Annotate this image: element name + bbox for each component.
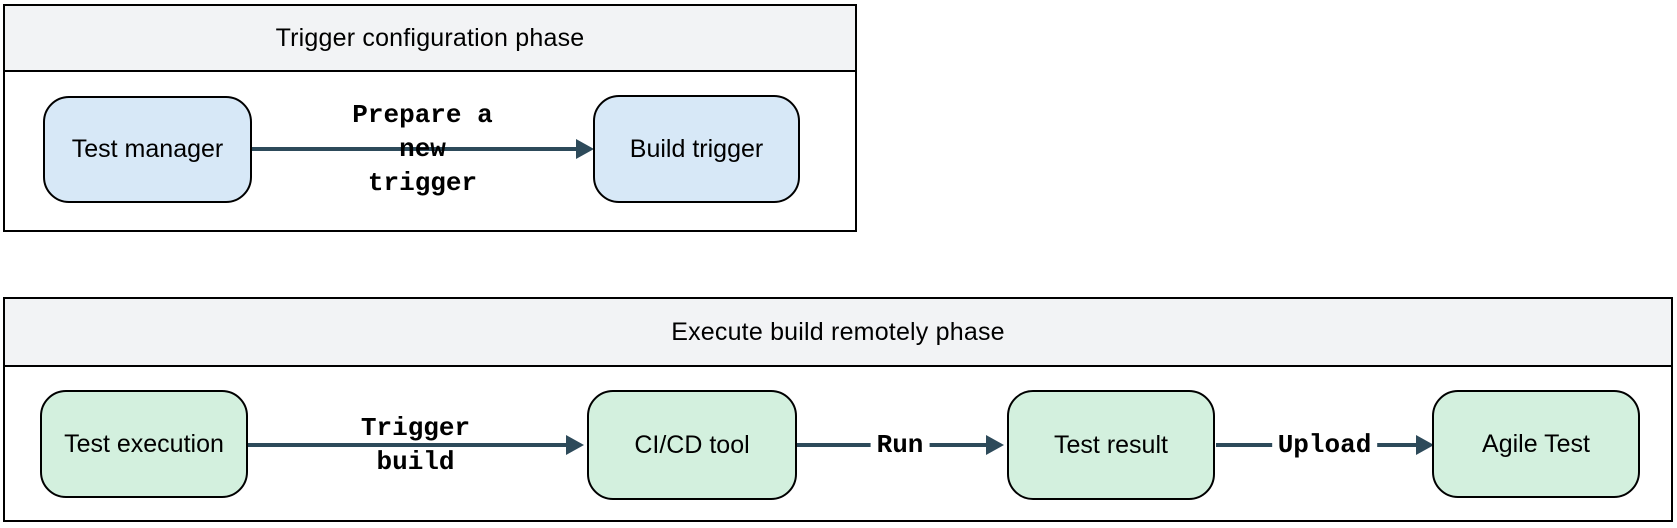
arrow-line <box>248 443 571 447</box>
node-label: Build trigger <box>629 134 764 163</box>
node-label: Agile Test <box>1482 429 1590 458</box>
arrow-head-icon <box>986 435 1004 455</box>
edge-label: Trigger build <box>360 413 471 477</box>
edge-label: Run <box>870 428 930 462</box>
arrow-head-icon <box>1416 435 1434 455</box>
node-label: Test manager <box>71 135 224 163</box>
phase-title: Execute build remotely phase <box>671 317 1005 346</box>
edge-label: Prepare a new trigger <box>352 100 493 198</box>
execute-build-remotely-phase-container: Execute build remotely phase Test execut… <box>3 297 1673 522</box>
node-test-execution: Test execution <box>40 390 248 498</box>
phase-header: Trigger configuration phase <box>5 6 855 72</box>
edge-label: Upload <box>1271 428 1378 462</box>
node-build-trigger: Build trigger <box>593 95 800 203</box>
node-label: Test execution <box>64 429 224 458</box>
trigger-configuration-phase-container: Trigger configuration phase Test manager… <box>3 4 857 232</box>
phase-header: Execute build remotely phase <box>5 299 1671 367</box>
arrow-head-icon <box>566 435 584 455</box>
node-agile-test: Agile Test <box>1432 390 1640 498</box>
node-label: Test result <box>1054 430 1168 459</box>
node-cicd-tool: CI/CD tool <box>587 390 797 500</box>
arrow-head-icon <box>576 139 594 159</box>
arrow-line <box>252 147 581 151</box>
phase-title: Trigger configuration phase <box>275 23 585 52</box>
node-test-manager: Test manager <box>43 96 252 203</box>
node-test-result: Test result <box>1007 390 1215 500</box>
node-label: CI/CD tool <box>634 430 750 459</box>
